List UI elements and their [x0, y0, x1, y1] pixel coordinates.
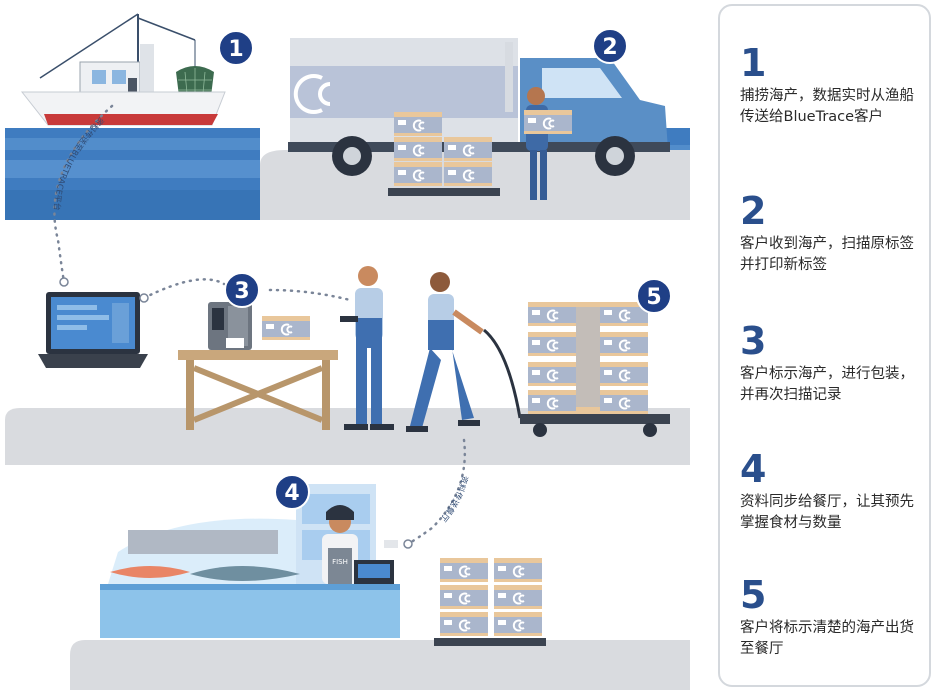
step-text: 捕捞海产，数据实时从渔船传送给BlueTrace客户: [740, 88, 914, 125]
step-number: 4: [740, 447, 767, 491]
supply-chain-illustration: FISH 资料传送至BLUETRACE平台 资料传送餐厅 1 2: [5, 13, 690, 690]
data-flow-paths: [53, 104, 466, 546]
worker-pulling-pallet: [406, 272, 484, 432]
step-number: 2: [740, 189, 767, 233]
badge-3: 3: [224, 272, 260, 308]
label-printer-icon: [208, 302, 252, 350]
svg-text:4: 4: [284, 481, 299, 506]
step-text: 资料同步给餐厅，让其预先掌握食材与数量: [740, 494, 914, 531]
svg-text:5: 5: [646, 285, 661, 310]
worker-scanning: [340, 266, 394, 430]
pallet-jack-icon: [483, 301, 670, 437]
warehouse-floor: [5, 408, 690, 465]
step-text: 客户标示海产，进行包装，并再次扫描记录: [740, 366, 914, 403]
step-number: 5: [740, 573, 767, 617]
badge-2: 2: [592, 28, 628, 64]
shopkeeper: FISH: [322, 505, 358, 584]
badge-1: 1: [218, 30, 254, 66]
svg-text:1: 1: [228, 37, 243, 62]
svg-text:2: 2: [602, 35, 617, 60]
step-number: 1: [740, 41, 767, 85]
flow-label-restaurant: 资料传送餐厅: [439, 475, 471, 524]
step-number: 3: [740, 319, 767, 363]
apron-text: FISH: [332, 558, 348, 566]
badge-4: 4: [274, 474, 310, 510]
restaurant-floor: [70, 640, 690, 690]
step-text: 客户将标示清楚的海产出货至餐厅: [740, 620, 914, 657]
step-2: 2 客户收到海产，扫描原标签并打印新标签: [740, 192, 925, 276]
scanner-icon: [340, 316, 358, 322]
step-text: 客户收到海产，扫描原标签并打印新标签: [740, 236, 914, 273]
step-5: 5 客户将标示清楚的海产出货至餐厅: [740, 576, 925, 660]
laptop-icon: [38, 292, 148, 368]
cash-register-icon: [354, 540, 398, 584]
steps-panel: 1 捕捞海产，数据实时从渔船传送给BlueTrace客户 2 客户收到海产，扫描…: [718, 4, 931, 687]
pallet-boxes-restaurant: [434, 557, 546, 646]
badge-5: 5: [636, 278, 672, 314]
svg-text:3: 3: [234, 279, 249, 304]
fishing-boat-icon: [20, 13, 226, 126]
step-1: 1 捕捞海产，数据实时从渔船传送给BlueTrace客户: [740, 44, 925, 128]
packing-table: [178, 350, 338, 430]
truck-logo: [293, 74, 323, 114]
step-3: 3 客户标示海产，进行包装，并再次扫描记录: [740, 322, 925, 406]
pallet-boxes-2: [388, 111, 500, 196]
worker-carrying-box: [523, 87, 573, 200]
step-4: 4 资料同步给餐厅，让其预先掌握食材与数量: [740, 450, 925, 534]
